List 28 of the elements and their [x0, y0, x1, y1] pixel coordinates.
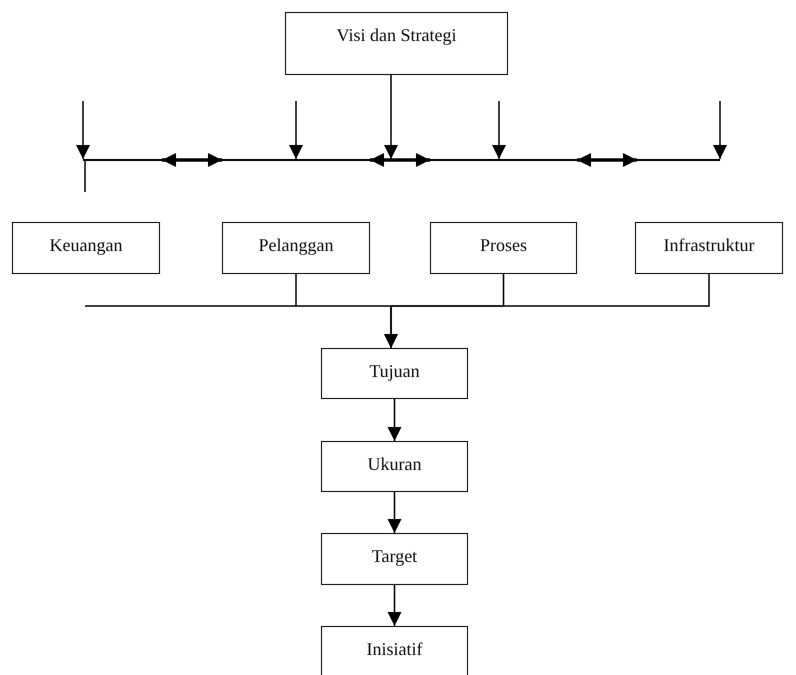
vision-box [285, 12, 508, 75]
box-label: Proses [480, 235, 527, 256]
arrow [388, 585, 402, 626]
box-label: Pelanggan [258, 235, 334, 256]
arrow [76, 101, 90, 159]
process-box [321, 626, 468, 675]
box-label: Keuangan [50, 235, 122, 256]
process-box [321, 441, 468, 492]
process-box [430, 222, 577, 274]
horizontal-line [83, 159, 720, 161]
arrow [384, 75, 398, 159]
arrow [289, 101, 303, 159]
process-box [222, 222, 370, 274]
process-box [321, 533, 468, 585]
process-box [635, 222, 783, 274]
process-box [12, 222, 160, 274]
box-label: Tujuan [369, 361, 420, 382]
arrow [713, 101, 727, 159]
box-label: Infrastruktur [664, 235, 754, 256]
process-box [321, 348, 468, 399]
box-label: Ukuran [368, 454, 422, 475]
box-label: Inisiatif [366, 639, 422, 660]
arrow [384, 274, 710, 348]
arrow [388, 492, 402, 533]
arrow [492, 101, 506, 159]
box-label: Target [372, 546, 418, 567]
arrow [388, 399, 402, 441]
box-label: Visi dan Strategi [336, 25, 456, 46]
